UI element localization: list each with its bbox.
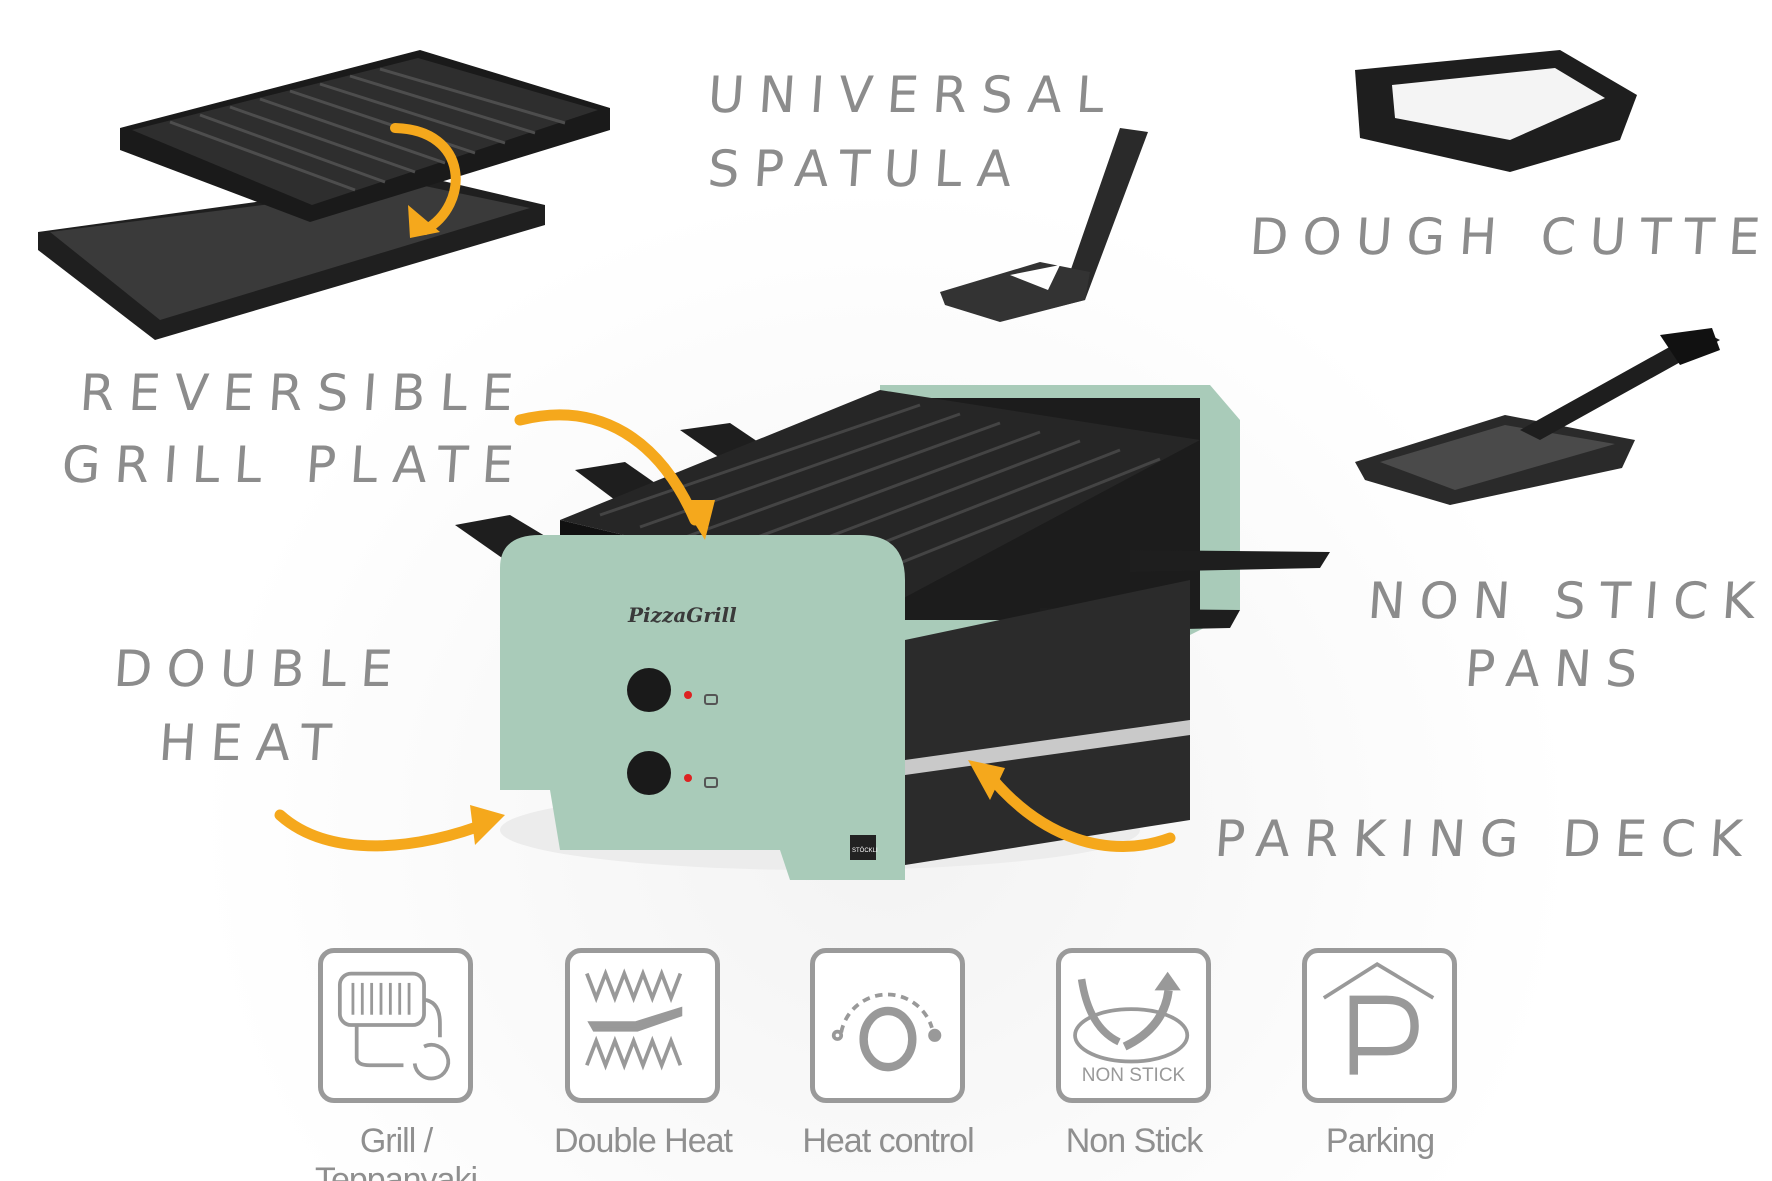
feature-label-double-heat: Double Heat [553, 1122, 733, 1160]
flip-arrow-icon [390, 123, 461, 235]
callout-spatula: SPATULA [705, 140, 1028, 198]
callout-non-stick: NON STICK [1365, 572, 1771, 630]
callout-universal: UNIVERSAL [705, 66, 1121, 124]
universal-spatula [940, 128, 1148, 322]
brand-logo: PizzaGrill [627, 603, 737, 627]
callout-pans: PANS [1462, 640, 1654, 698]
arrow-to-double-heat [274, 809, 496, 852]
arrow-to-grill-plate [514, 409, 701, 526]
callout-dough-cutter: DOUGH CUTTER [1247, 208, 1772, 266]
non-stick-pan [1355, 328, 1720, 505]
reversible-grill-plates [38, 50, 610, 340]
non-stick-icon: NON STICK [1056, 948, 1211, 1103]
callout-double: DOUBLE [111, 640, 409, 698]
callout-grill-plate: GRILL PLATE [59, 436, 530, 494]
non-stick-icon-text: NON STICK [1081, 1065, 1186, 1086]
arrow-to-parking-deck [979, 764, 1176, 852]
feature-label-non-stick: Non Stick [1065, 1122, 1204, 1160]
grill-teppanyaki-icon [318, 948, 473, 1103]
feature-label-grill-teppanyaki: Grill / Teppanyaki [314, 1122, 478, 1181]
callout-heat: HEAT [156, 714, 348, 772]
parking-icon [1302, 948, 1457, 1103]
double-heat-icon [565, 948, 720, 1103]
callout-parking-deck: PARKING DECK [1212, 810, 1759, 868]
heat-control-icon [810, 948, 965, 1103]
feature-label-heat-control: Heat control [802, 1122, 974, 1160]
callout-reversible: REVERSIBLE [77, 364, 530, 422]
maker-badge: STÖCKLI [852, 847, 878, 854]
feature-label-parking: Parking [1325, 1122, 1435, 1160]
raclette-pizza-grill [455, 385, 1330, 880]
dough-cutter [1355, 50, 1637, 172]
